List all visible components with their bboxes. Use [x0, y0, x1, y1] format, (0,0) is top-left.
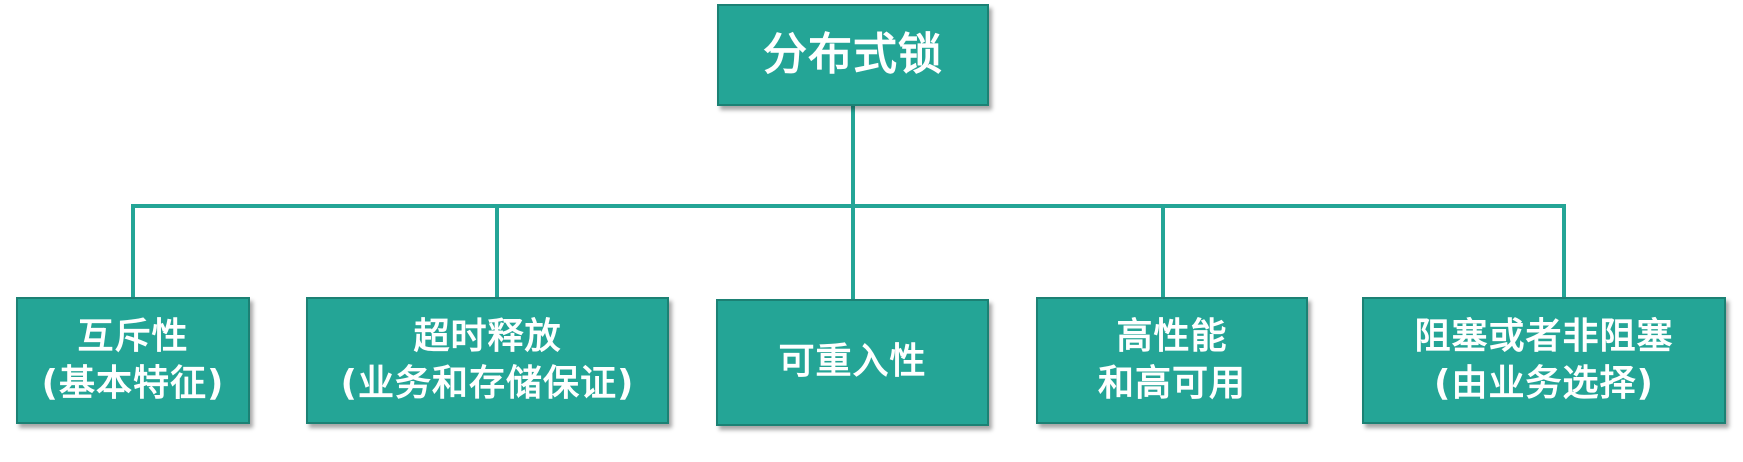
- node-label-line1: 阻塞或者非阻塞: [1414, 315, 1674, 357]
- root-node-distributed-lock: 分布式锁: [717, 4, 989, 106]
- node-label-line2: (由业务选择): [1434, 362, 1654, 404]
- node-reentrancy: 可重入性: [716, 299, 989, 426]
- node-label-line1: 互斥性: [77, 315, 189, 357]
- node-label-line1: 高性能: [1116, 315, 1228, 357]
- node-mutual-exclusion: 互斥性 (基本特征): [16, 297, 250, 424]
- node-timeout-release: 超时释放 (业务和存储保证): [306, 297, 669, 424]
- node-label-line2: 和高可用: [1097, 362, 1246, 404]
- node-label-line2: (基本特征): [41, 362, 225, 404]
- node-label-line2: (业务和存储保证): [340, 362, 635, 404]
- root-node-label: 分布式锁: [763, 29, 943, 81]
- node-label-line1: 可重入性: [778, 341, 927, 383]
- node-label-line1: 超时释放: [413, 315, 562, 357]
- node-blocking-or-nonblocking: 阻塞或者非阻塞 (由业务选择): [1362, 297, 1726, 424]
- node-high-performance: 高性能 和高可用: [1036, 297, 1308, 424]
